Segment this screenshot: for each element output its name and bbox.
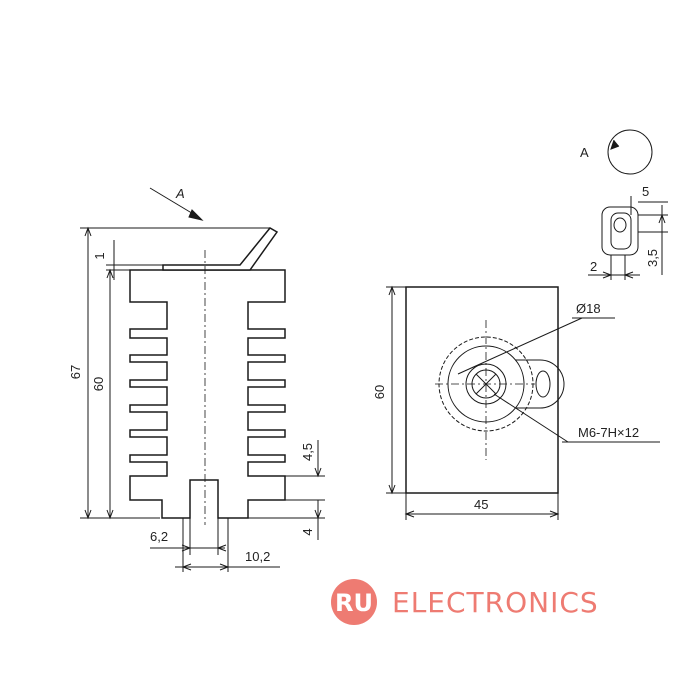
dim-fin-gap: 4,5 [300,443,315,461]
dim-height-total: 67 [68,365,83,379]
dim-front-height: 60 [372,385,387,399]
dim-slot-width: 6,2 [150,529,168,544]
dim-front-width: 45 [474,497,488,512]
threaded-hole [465,363,507,405]
tab-outline [601,206,639,256]
heatsink-profile [129,269,286,519]
clip-plate [162,227,279,271]
front-view: Ø18 M6-7H×12 60 45 [372,285,660,520]
dim-slot-outer: 10,2 [245,549,270,564]
brand-badge [331,579,377,625]
view-a-label: A [580,145,589,160]
brand-watermark: RU ELECTRONICS [331,579,599,625]
dim-base-step: 4 [300,528,315,535]
dim-hole-diameter: Ø18 [576,301,601,316]
brand-name: ELECTRONICS [392,586,599,619]
dim-height-body: 60 [91,377,106,391]
dim-plate-thickness: 1 [92,252,107,259]
brand-badge-text: RU [335,589,373,617]
side-view: 67 60 1 4,5 4 6,2 10,2 [68,186,325,572]
mounting-tab [515,359,565,409]
base-plate [405,286,559,494]
dim-tab-hole: 2 [590,259,597,274]
dim-tab-width: 5 [642,184,649,199]
dim-tab-offset: 3,5 [645,249,660,267]
view-a-symbol [607,129,653,175]
hole-outer-ring [438,336,534,432]
dim-thread: M6-7H×12 [578,425,639,440]
view-arrow-label: A [175,186,185,201]
view-a-detail: A 5 3,5 2 [580,129,668,280]
